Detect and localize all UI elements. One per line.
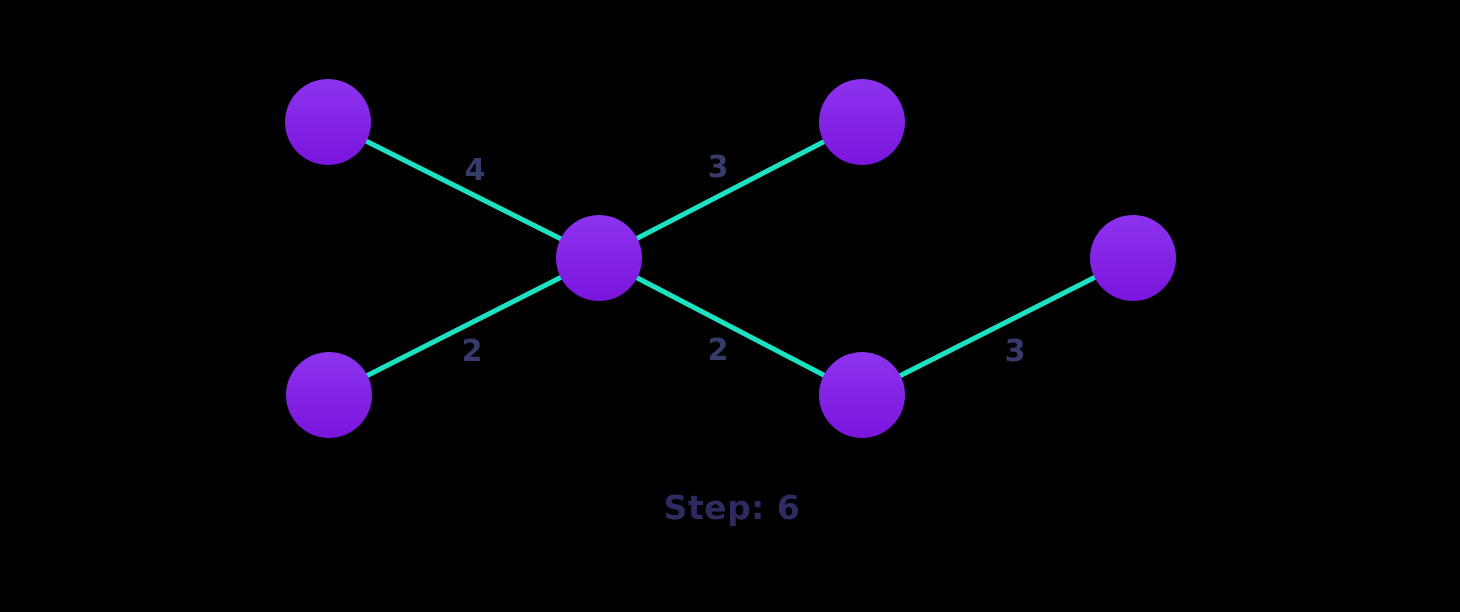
edge-center-bottomright [596,255,865,398]
edge-weight-bottomright-right: 3 [1005,334,1026,369]
graph-node-bottom-left[interactable] [286,352,372,438]
graph-node-center[interactable] [556,215,642,301]
node-layer [285,79,1176,438]
edge-weight-layer: 4 3 2 2 3 [462,150,1026,369]
edge-weight-center-bottomright: 2 [708,333,729,368]
edge-weight-bottomleft-center: 2 [462,334,483,369]
edge-topleft-center [325,119,602,261]
edge-weight-topright-center: 3 [708,150,729,185]
step-counter: Step: 6 [664,488,801,527]
graph-node-top-left[interactable] [285,79,371,165]
edge-weight-topleft-center: 4 [465,153,486,188]
edge-topright-center [596,119,865,261]
edge-bottomright-right [859,255,1136,398]
graph-node-bottom-right[interactable] [819,352,905,438]
graph-node-top-right[interactable] [819,79,905,165]
graph-node-right[interactable] [1090,215,1176,301]
edge-layer [325,119,1136,398]
edge-bottomleft-center [326,255,602,398]
